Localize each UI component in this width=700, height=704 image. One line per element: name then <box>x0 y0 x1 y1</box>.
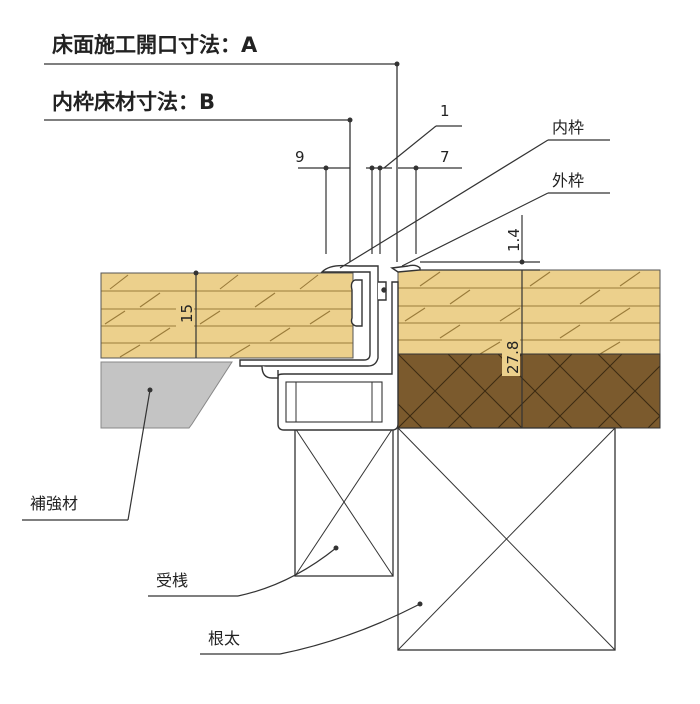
dim-dot-7 <box>413 165 419 171</box>
dim-floor-thickness-right: 27.8 <box>504 341 522 374</box>
reinforcement-leader-dot <box>147 387 153 393</box>
inner-frame-floor-title: 内枠床材寸法：B <box>52 90 215 114</box>
joist <box>397 427 616 651</box>
outer-frame-label: 外枠 <box>552 171 584 190</box>
dim-dot-1b <box>377 165 383 171</box>
inner-frame-label: 内枠 <box>552 118 584 137</box>
floor-thickness-left-bg <box>176 298 194 328</box>
dim-right-offset: 7 <box>440 148 450 166</box>
support-label: 受桟 <box>156 571 188 590</box>
dim-dot-1a <box>369 165 375 171</box>
dim-lip-height: 1.4 <box>505 228 523 252</box>
left-floor-board <box>100 272 354 359</box>
outer-frame-profile <box>277 264 421 431</box>
inner-frame-leader <box>339 139 549 269</box>
floor-thickness-right-bg <box>502 332 520 376</box>
top-dimensions <box>298 125 462 254</box>
reinforcement-block <box>100 361 233 429</box>
right-floor-board <box>397 269 661 357</box>
reinforcement-leader <box>127 389 151 521</box>
floor-opening-title: 床面施工開口寸法：A <box>52 33 258 57</box>
right-subfloor <box>397 353 661 429</box>
inner-frame-profile <box>239 264 387 379</box>
joist-leader-dot <box>417 601 423 607</box>
dim-dot-9 <box>323 165 329 171</box>
dim-floor-thickness-left: 15 <box>178 304 196 323</box>
dim-gap: 1 <box>440 102 450 120</box>
support-leader <box>237 547 337 597</box>
support-leader-dot <box>333 545 339 551</box>
lip-dim-dot <box>519 259 525 265</box>
joist-label: 根太 <box>208 629 240 648</box>
outer-frame-leader <box>401 192 549 267</box>
joist-leader <box>279 603 421 655</box>
reinforcement-label: 補強材 <box>30 494 78 513</box>
support-batten <box>294 427 394 577</box>
floor-thickness-left-dot <box>193 270 199 276</box>
dim-left-offset: 9 <box>295 148 305 166</box>
